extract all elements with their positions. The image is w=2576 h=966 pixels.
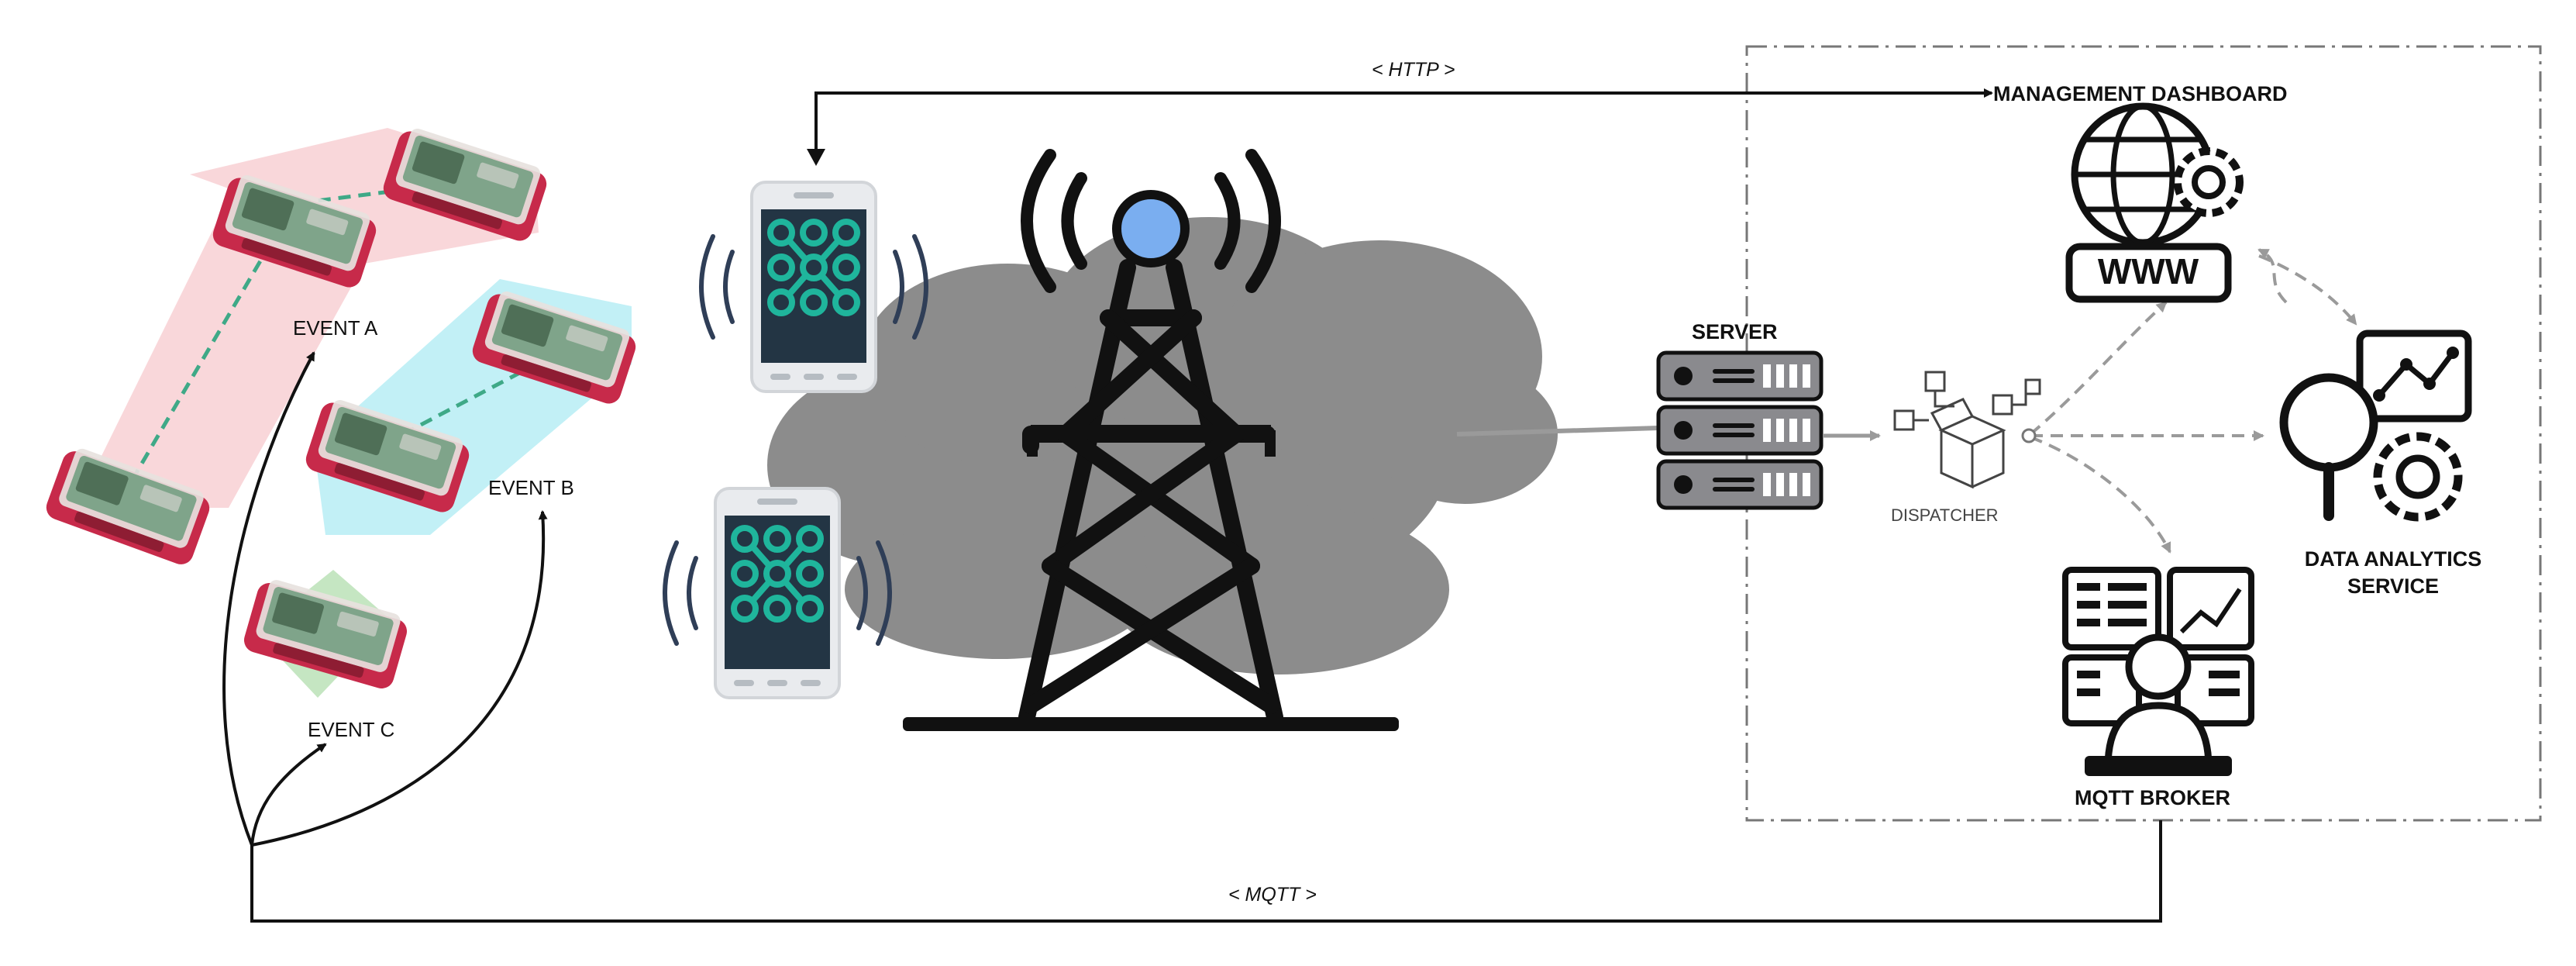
mqtt-link (250, 820, 2162, 923)
http-arrowhead-left (807, 149, 825, 166)
tower-icon (903, 149, 1399, 731)
cloud-icon (767, 217, 1558, 674)
event-a-label: EVENT A (293, 316, 378, 340)
cloud-server-link (1456, 426, 1659, 436)
analytics-icon (2279, 329, 2472, 522)
management-dashboard-label: MANAGEMENT DASHBOARD (1993, 82, 2288, 105)
server-icon (1656, 350, 1824, 510)
dispatcher-outputs (2029, 248, 2357, 554)
www-text: WWW (2098, 251, 2199, 292)
http-protocol-label: < HTTP > (1372, 59, 1455, 81)
http-link (814, 88, 1993, 159)
event-a-zone (58, 128, 539, 508)
dispatcher-icon (1893, 371, 2041, 489)
event-b-label: EVENT B (488, 476, 574, 499)
event-arrows (222, 351, 548, 847)
mqtt-broker-label: MQTT BROKER (2075, 786, 2230, 809)
analytics-label-line1: DATA ANALYTICS (2305, 547, 2482, 571)
globe-gear-icon: WWW (2065, 102, 2244, 303)
event-c-label: EVENT C (308, 718, 394, 741)
server-label: SERVER (1692, 320, 1778, 343)
broker-icon (2062, 567, 2254, 776)
analytics-label-line2: SERVICE (2347, 574, 2439, 598)
backend-region-box (1745, 45, 2542, 822)
phone-signal-waves (663, 234, 928, 646)
dispatcher-label: DISPATCHER (1891, 505, 1999, 525)
mqtt-protocol-label: < MQTT > (1228, 884, 1317, 906)
split-node (2021, 428, 2037, 443)
